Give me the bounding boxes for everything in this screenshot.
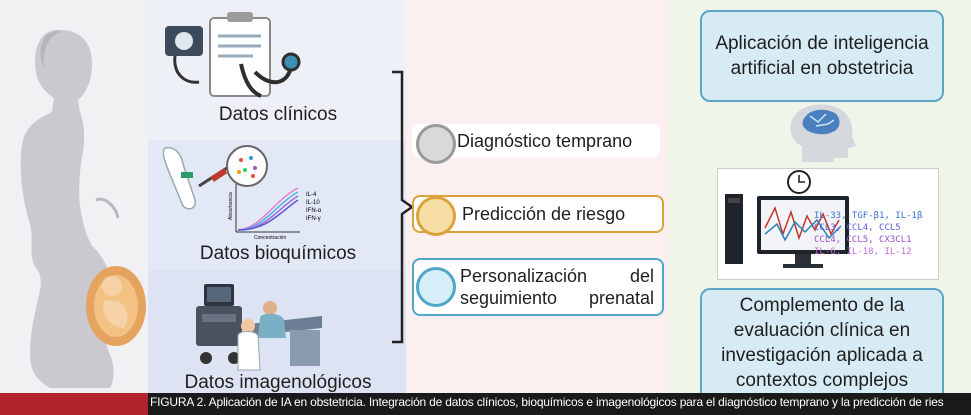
figure-caption: FIGURA 2. Aplicación de IA en obstetrici… bbox=[150, 395, 944, 409]
computer-icon bbox=[725, 170, 849, 268]
ai-title-box: Aplicación de inteligencia artificial en… bbox=[700, 10, 944, 102]
imaging-equipment-icon bbox=[196, 284, 322, 371]
caption-bar bbox=[0, 393, 971, 415]
outcome-personalization-marker bbox=[416, 267, 456, 307]
outcome-risk-marker bbox=[416, 196, 456, 236]
legend-item: IL-4 bbox=[306, 192, 317, 198]
clinical-band bbox=[148, 0, 406, 140]
clinical-data-label: Datos clínicos bbox=[218, 104, 338, 125]
pregnant-woman-illustration bbox=[20, 29, 146, 389]
chart-y-axis-label: Absorbancia bbox=[228, 192, 234, 220]
biomarker-line: CCL4, CCL5, CX3CL1 bbox=[814, 235, 912, 245]
biochemical-data-label: Datos bioquímicos bbox=[199, 243, 357, 264]
legend-item: IFN-γ bbox=[306, 216, 321, 222]
complement-box: Complemento de la evaluación clínica en … bbox=[700, 288, 944, 395]
clipboard-stethoscope-icon bbox=[165, 12, 301, 98]
chart-x-axis-label: Concentración bbox=[254, 235, 286, 241]
biomarker-text-group: IL-33, TGF-β1, IL-1β CCL3, CCL4, CCL5 CC… bbox=[814, 210, 938, 266]
legend-item: IL-10 bbox=[306, 200, 320, 206]
caption-accent bbox=[0, 393, 148, 415]
outcome-personalization-label: Personalización del seguimiento prenatal bbox=[460, 266, 654, 308]
biomarker-line: IL-6, IL-18, IL-12 bbox=[814, 247, 912, 257]
blood-sample-icon bbox=[162, 145, 268, 210]
biomarker-line: IL-33, TGF-β1, IL-1β bbox=[814, 211, 923, 221]
absorbance-chart: Absorbancia Concentración IL-4 IL-10 IFN… bbox=[228, 184, 322, 241]
outcome-diagnosis-label: Diagnóstico temprano bbox=[457, 131, 633, 151]
outcome-diagnosis-marker bbox=[416, 124, 456, 164]
biomarker-line: CCL3, CCL4, CCL5 bbox=[814, 223, 901, 233]
imaging-data-label: Datos imagenológicos bbox=[184, 372, 372, 393]
outcome-risk-label: Predicción de riesgo bbox=[462, 204, 626, 224]
ai-head-icon bbox=[790, 104, 856, 162]
legend-item: IFN-α bbox=[306, 208, 322, 214]
